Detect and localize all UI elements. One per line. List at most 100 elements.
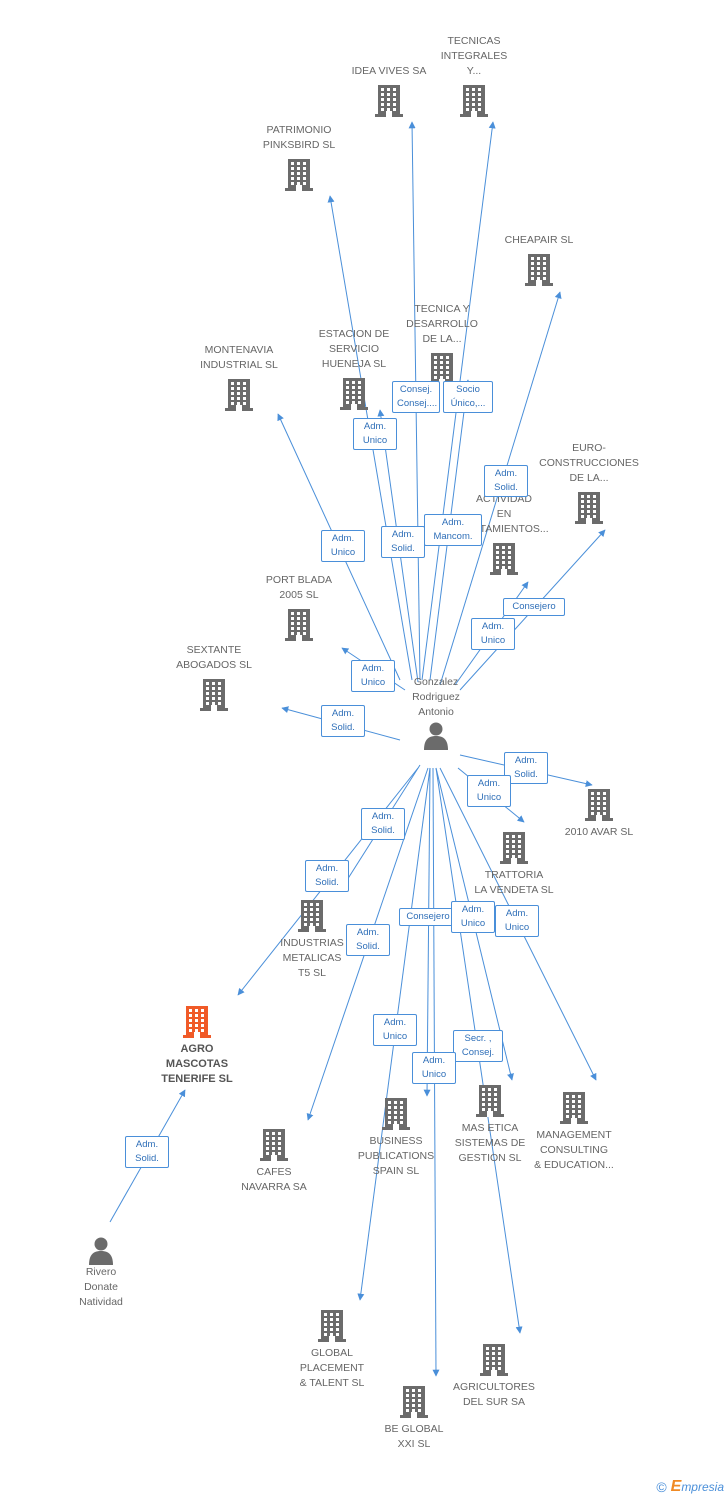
building-icon bbox=[183, 1006, 211, 1038]
brand-logo[interactable]: Empresia bbox=[671, 1478, 724, 1496]
relation-label[interactable]: Adm.Solid. bbox=[361, 808, 405, 840]
relation-label[interactable]: Adm.Solid. bbox=[346, 924, 390, 956]
relation-label[interactable]: Adm.Solid. bbox=[381, 526, 425, 558]
relation-label[interactable]: Adm.Solid. bbox=[484, 465, 528, 497]
relation-label-line: Solid. bbox=[494, 482, 518, 493]
relation-label[interactable]: Adm.Unico bbox=[451, 901, 495, 933]
relation-label-line: Unico bbox=[360, 677, 386, 688]
company-label-line: AGRO bbox=[180, 1043, 214, 1055]
company-label-line: MASCOTAS bbox=[165, 1058, 229, 1070]
edge-line bbox=[423, 767, 431, 1097]
relation-label-line: Solid. bbox=[331, 722, 355, 733]
relation-label[interactable]: Adm.Unico bbox=[467, 775, 511, 807]
building-icon-wrap bbox=[298, 898, 326, 932]
relation-label[interactable]: Consejero bbox=[399, 908, 457, 926]
company-label-line: CAFES bbox=[256, 1166, 292, 1178]
relation-label[interactable]: Secr. ,Consej. bbox=[453, 1030, 503, 1062]
building-icon bbox=[200, 679, 228, 711]
company-label-line: AGRICULTORES bbox=[453, 1381, 535, 1393]
relation-label[interactable]: Adm.Unico bbox=[321, 530, 365, 562]
company-node[interactable]: 2010 AVAR SL bbox=[554, 787, 644, 840]
company-label-line: & TALENT SL bbox=[299, 1377, 365, 1389]
building-icon-wrap bbox=[476, 1083, 504, 1117]
relation-label-line: Adm. bbox=[505, 908, 529, 919]
building-icon-wrap bbox=[183, 1004, 211, 1038]
building-icon bbox=[285, 609, 313, 641]
relation-label-line: Unico bbox=[382, 1031, 408, 1042]
company-label-line: METALICAS bbox=[282, 952, 342, 964]
relation-label[interactable]: Adm. Unico bbox=[351, 660, 395, 692]
company-label-line: ESTACION DE bbox=[318, 328, 390, 340]
company-label-line: PUBLICATIONS bbox=[357, 1150, 435, 1162]
company-label-line: MAS ETICA bbox=[461, 1122, 519, 1134]
company-label: 2010 AVAR SL bbox=[565, 825, 634, 840]
building-icon bbox=[340, 378, 368, 410]
footer-brand: © Empresia bbox=[656, 1478, 724, 1496]
company-label-line: EN bbox=[496, 508, 512, 520]
company-label-line: MANAGEMENT bbox=[536, 1129, 612, 1141]
copyright-symbol: © bbox=[656, 1479, 667, 1495]
company-label-line: SPAIN SL bbox=[372, 1165, 420, 1177]
relation-label-line: Unico bbox=[480, 635, 506, 646]
relation-label[interactable]: Adm.Unico bbox=[412, 1052, 456, 1084]
relation-label[interactable]: Adm.Unico bbox=[471, 618, 515, 650]
relation-label[interactable]: Consej.Consej.... bbox=[392, 381, 440, 413]
person-node-hub[interactable]: Gonzalez Rodriguez Antonio bbox=[394, 675, 478, 750]
relation-label[interactable]: Adm.Solid. bbox=[125, 1136, 169, 1168]
relation-label[interactable]: Adm.Mancom. bbox=[424, 514, 482, 546]
relation-label[interactable]: Adm.Solid. bbox=[321, 705, 365, 737]
relation-label-line: Secr. , bbox=[464, 1033, 492, 1044]
company-node[interactable]: IDEA VIVES SA bbox=[344, 64, 434, 117]
relation-label[interactable]: Adm.Unico bbox=[353, 418, 397, 450]
relation-label[interactable]: Adm. Unico bbox=[373, 1014, 417, 1046]
relation-label-line: Solid. bbox=[391, 543, 415, 554]
relation-label-line: Unico bbox=[330, 547, 356, 558]
relation-label-line: Adm. bbox=[363, 421, 387, 432]
relation-label[interactable]: Adm.Unico bbox=[495, 905, 539, 937]
relation-label-line: Adm. bbox=[383, 1017, 407, 1028]
company-node[interactable]: CHEAPAIR SL bbox=[494, 233, 584, 286]
relation-label-line: Solid. bbox=[315, 877, 339, 888]
relation-label-line: Adm. bbox=[361, 663, 385, 674]
person-node-rivero[interactable]: Rivero Donate Natividad bbox=[60, 1235, 142, 1310]
building-icon bbox=[298, 900, 326, 932]
hub-label-line-3: Antonio bbox=[418, 706, 454, 718]
company-label-line: CONSTRUCCIONES bbox=[539, 457, 639, 469]
company-label-line: CONSULTING bbox=[539, 1144, 609, 1156]
company-label-line: EURO- bbox=[572, 442, 606, 454]
building-icon bbox=[400, 1386, 428, 1418]
hub-label: Gonzalez Rodriguez Antonio bbox=[412, 675, 460, 720]
relation-label[interactable]: Adm.Solid. bbox=[305, 860, 349, 892]
company-label-line: INTEGRALES bbox=[440, 50, 508, 62]
building-icon-wrap bbox=[585, 787, 613, 821]
relation-label[interactable]: Consejero bbox=[503, 598, 565, 616]
relation-label[interactable]: Adm.Solid. bbox=[504, 752, 548, 784]
